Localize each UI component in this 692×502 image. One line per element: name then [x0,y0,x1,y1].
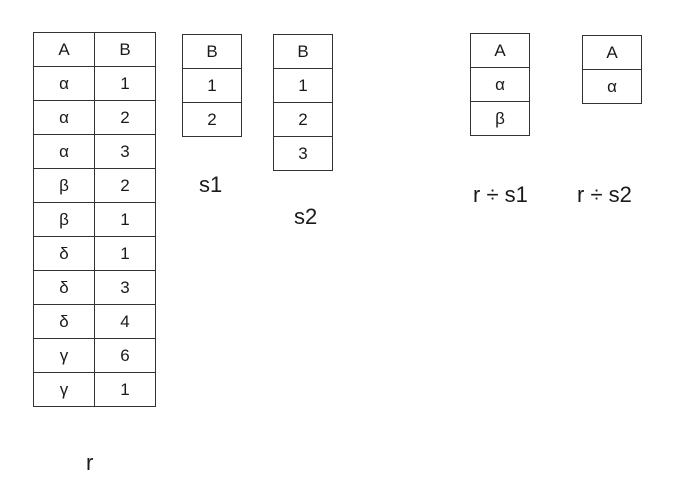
column-header: B [182,34,242,69]
table-cell: 1 [94,202,156,237]
table-cell: β [470,101,530,136]
caption-r-div-s2: r ÷ s2 [577,182,632,207]
header-row: A [470,33,530,68]
table-row: 1 [182,68,242,103]
table-cell: δ [33,304,95,339]
table-cell: 1 [94,236,156,271]
table-cell: δ [33,270,95,305]
table-cell: 1 [94,372,156,407]
table-cell: α [33,100,95,135]
header-row: B [273,34,333,69]
header-row: A [582,35,642,70]
table-cell: 6 [94,338,156,373]
table-cell: 1 [273,68,333,103]
table-row: 3 [273,136,333,171]
column-header: A [582,35,642,70]
table-cell: 2 [94,100,156,135]
table-row: 2 [182,102,242,137]
table-cell: δ [33,236,95,271]
column-header: B [94,32,156,67]
header-row: B [182,34,242,69]
caption-s2: s2 [294,204,318,229]
table-cell: α [582,69,642,104]
table-cell: 2 [273,102,333,137]
table-cell: 1 [182,68,242,103]
table-cell: γ [33,338,95,373]
table-cell: 3 [273,136,333,171]
column-header: A [33,32,95,67]
table-cell: 3 [94,270,156,305]
table-row: β [470,101,530,136]
table-cell: β [33,168,95,203]
table-row: α [582,69,642,104]
table-cell: α [470,67,530,102]
caption-s1: s1 [199,172,223,197]
column-header: A [470,33,530,68]
column-header: B [273,34,333,69]
table-row: 1 [273,68,333,103]
table-cell: α [33,66,95,101]
table-cell: γ [33,372,95,407]
table-cell: β [33,202,95,237]
table-cell: 3 [94,134,156,169]
table-row: 2 [273,102,333,137]
table-row: α [470,67,530,102]
table-cell: 1 [94,66,156,101]
table-cell: 2 [94,168,156,203]
table-cell: 2 [182,102,242,137]
table-cell: α [33,134,95,169]
caption-r: r [86,450,94,475]
table-cell: 4 [94,304,156,339]
caption-r-div-s1: r ÷ s1 [473,182,528,207]
